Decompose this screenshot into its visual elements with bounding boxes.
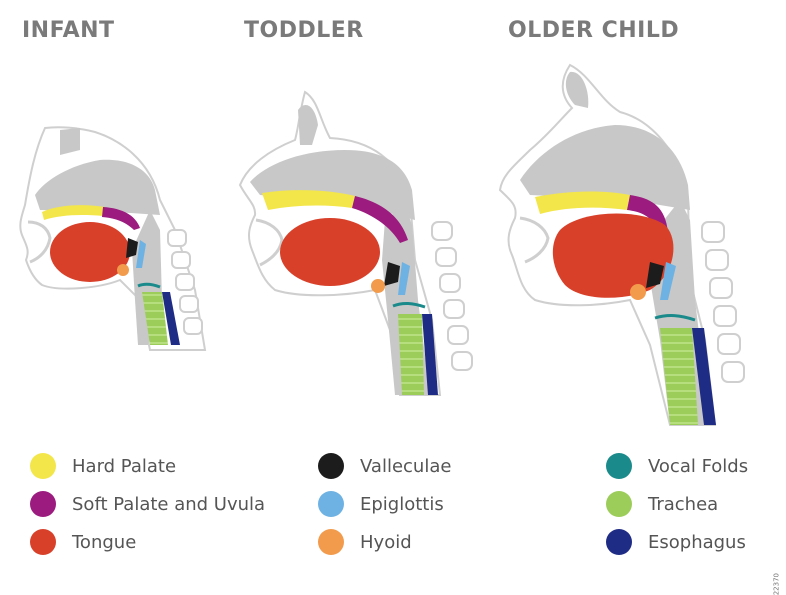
infant-tongue [50,222,130,282]
toddler-illustration [238,90,473,396]
legend-label: Hyoid [360,531,412,553]
legend-swatch [318,529,344,555]
legend-label: Epiglottis [360,493,444,515]
legend-item-trachea: Trachea [606,490,718,518]
legend-swatch [30,453,56,479]
legend-label: Trachea [648,493,719,515]
legend-item-hyoid: Hyoid [318,528,412,556]
infant-hard-palate [42,205,105,220]
older-hard-palate [535,191,630,214]
legend-label: Soft Palate and Uvula [72,493,266,515]
toddler-tongue [280,218,380,286]
legend-item-tongue: Tongue [30,528,136,556]
legend-label: Esophagus [648,531,746,553]
infant-illustration [19,126,207,351]
legend-swatch [30,491,56,517]
toddler-soft-palate [352,196,408,243]
legend-swatch [318,453,344,479]
older-nasal-cavity [520,125,690,210]
title-toddler: TODDLER [244,18,364,43]
legend-label: Tongue [72,531,137,553]
title-older-child: OLDER CHILD [508,18,680,43]
legend-swatch [606,453,632,479]
legend-item-hard-palate: Hard Palate [30,452,176,480]
legend-swatch [606,491,632,517]
infant-soft-palate [102,207,140,230]
legend-item-soft-palate: Soft Palate and Uvula [30,490,265,518]
legend-label: Valleculae [360,455,452,477]
legend-label: Vocal Folds [648,455,749,477]
legend-item-vocal-folds: Vocal Folds [606,452,748,480]
legend-item-epiglottis: Epiglottis [318,490,444,518]
infant-nasal-cavity [60,128,80,155]
legend-swatch [606,529,632,555]
older-child-illustration [498,63,745,426]
anatomy-illustrations [19,63,745,426]
legend-item-esophagus: Esophagus [606,528,746,556]
title-infant: INFANT [22,18,115,43]
legend-swatch [318,491,344,517]
legend: Hard Palate Soft Palate and Uvula Tongue… [0,446,786,566]
older-tongue [552,213,674,298]
toddler-hard-palate [262,190,355,210]
figure-code: 22370 [772,573,780,595]
legend-swatch [30,529,56,555]
legend-item-valleculae: Valleculae [318,452,451,480]
legend-label: Hard Palate [72,455,177,477]
